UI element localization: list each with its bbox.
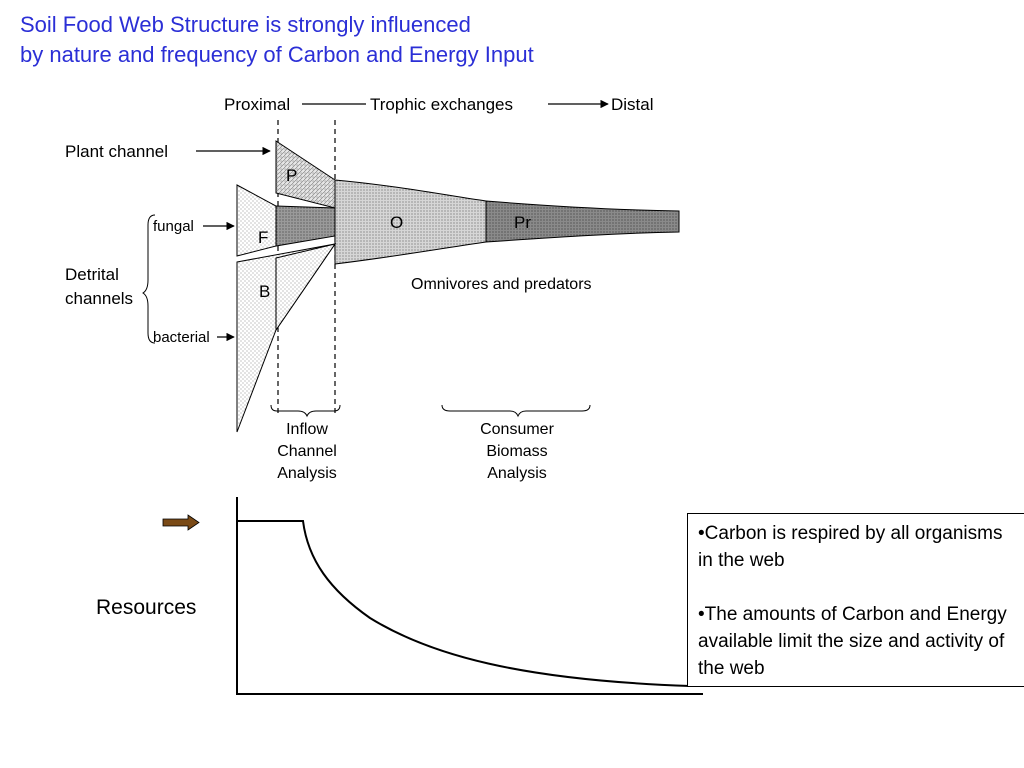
compartment-o: O bbox=[390, 213, 403, 232]
plant-channel-shape bbox=[275, 140, 336, 209]
bacterial-channel-shape bbox=[275, 243, 337, 332]
plant-channel-label: Plant channel bbox=[65, 142, 168, 161]
consumer-label-line1: Consumer bbox=[480, 421, 554, 438]
trophic-label: Trophic exchanges bbox=[370, 95, 513, 114]
resources-label: Resources bbox=[96, 596, 196, 619]
inflow-label-line1: Inflow bbox=[286, 421, 328, 438]
resources-curve bbox=[237, 520, 691, 687]
omnivores-stream bbox=[334, 179, 487, 265]
compartment-b: B bbox=[259, 282, 270, 301]
fungal-inflow-shape bbox=[236, 184, 277, 257]
consumer-label-line2: Biomass bbox=[486, 443, 547, 460]
consumer-label-line3: Analysis bbox=[487, 465, 547, 482]
info-bullet-1: •Carbon is respired by all organisms in … bbox=[698, 523, 1003, 571]
compartment-pr: Pr bbox=[514, 213, 531, 232]
predators-stream bbox=[485, 200, 680, 243]
title-line-2: by nature and frequency of Carbon and En… bbox=[20, 42, 534, 67]
inflow-brace bbox=[270, 404, 341, 418]
omnivores-predators-label: Omnivores and predators bbox=[411, 276, 592, 293]
resources-chart: Resources bbox=[96, 497, 703, 695]
info-bullet-2: •The amounts of Carbon and Energy availa… bbox=[698, 604, 1007, 679]
compartment-f: F bbox=[258, 228, 268, 247]
proximal-label: Proximal bbox=[224, 95, 290, 114]
slide-title: Soil Food Web Structure is strongly infl… bbox=[20, 10, 534, 70]
info-box: •Carbon is respired by all organisms in … bbox=[687, 513, 1024, 687]
fungal-label: fungal bbox=[153, 218, 194, 235]
inflow-label-line3: Analysis bbox=[277, 465, 337, 482]
fungal-channel-band bbox=[275, 205, 336, 247]
detrital-label-line1: Detrital bbox=[65, 265, 119, 284]
title-line-1: Soil Food Web Structure is strongly infl… bbox=[20, 12, 471, 37]
detrital-brace bbox=[142, 214, 156, 344]
bacterial-label: bacterial bbox=[153, 329, 210, 346]
inflow-label-line2: Channel bbox=[277, 443, 337, 460]
consumer-brace bbox=[441, 404, 591, 418]
detrital-label-line2: channels bbox=[65, 289, 133, 308]
distal-label: Distal bbox=[611, 95, 654, 114]
compartment-p: P bbox=[286, 166, 297, 185]
resource-input-arrow bbox=[162, 514, 200, 531]
